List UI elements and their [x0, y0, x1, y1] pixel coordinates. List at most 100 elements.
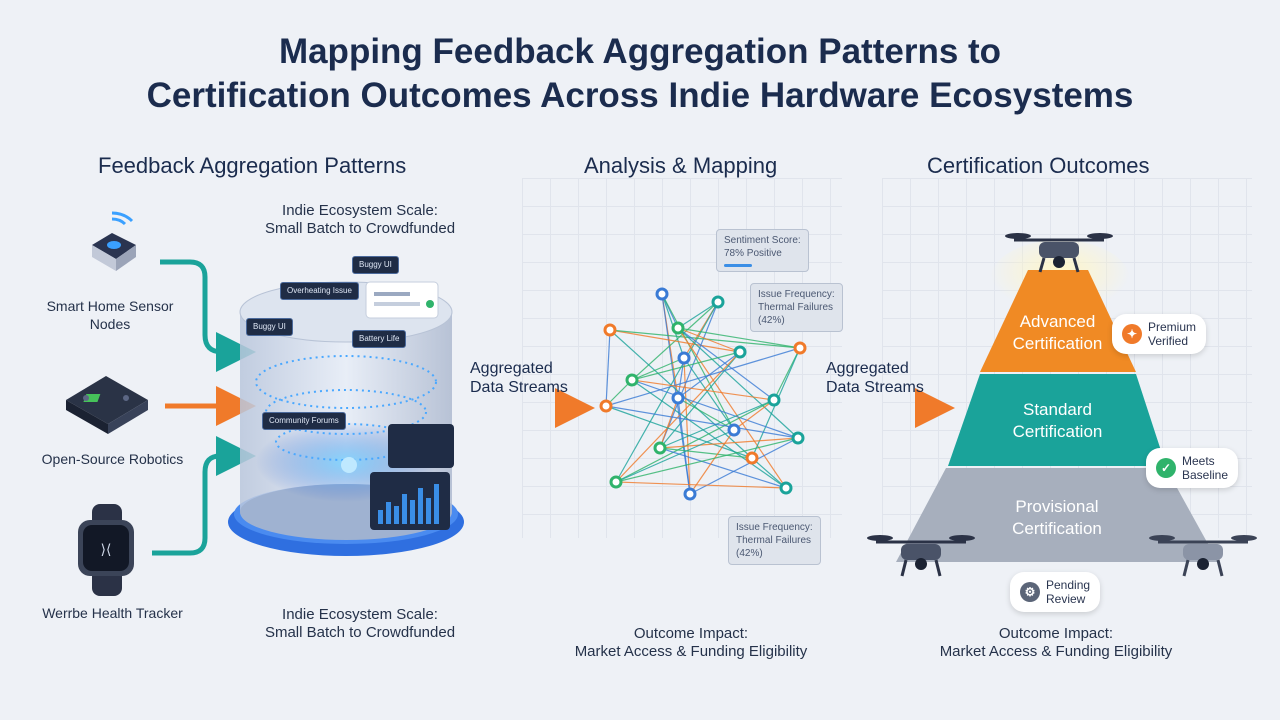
- network-edge: [631, 357, 685, 381]
- network-edge: [605, 405, 799, 439]
- pyramid-tier-advanced: [980, 270, 1136, 372]
- provisional-line2: Certification: [1012, 519, 1102, 538]
- network-edge: [659, 447, 753, 459]
- impact-right-sub: Market Access & Funding Eligibility: [939, 643, 1173, 660]
- sentiment-bar: [724, 264, 752, 267]
- network-node: [655, 287, 669, 301]
- tooltip-issue-top-line3: (42%): [758, 315, 785, 326]
- network-node: [653, 441, 667, 455]
- aggregated-streams-label-left: Aggregated Data Streams: [470, 359, 568, 397]
- title-line-2: Certification Outcomes Across Indie Hard…: [146, 76, 1134, 115]
- gear-icon: ⚙: [1020, 582, 1040, 602]
- network-node: [745, 451, 759, 465]
- scale-label-top: Indie Ecosystem Scale: Small Batch to Cr…: [250, 202, 470, 238]
- tooltip-issue-top: Issue Frequency: Thermal Failures (42%): [750, 283, 843, 332]
- network-edge: [677, 327, 787, 489]
- network-edge: [659, 397, 679, 449]
- impact-right-title: Outcome Impact:: [998, 625, 1114, 642]
- network-edge: [631, 379, 775, 401]
- pending-line1: Pending: [1046, 578, 1091, 592]
- network-edge: [615, 429, 735, 483]
- network-edge: [683, 357, 735, 431]
- pyramid-tier-provisional: [896, 468, 1218, 562]
- network-edge: [677, 327, 741, 353]
- data-aggregation-cylinder: [228, 281, 464, 556]
- provisional-line1: Provisional: [1015, 497, 1099, 516]
- check-icon: ✓: [1156, 458, 1176, 478]
- scale-bottom-sub: Small Batch to Crowdfunded: [264, 624, 456, 641]
- network-edge: [605, 405, 753, 459]
- star-badge-icon: ✦: [1122, 324, 1142, 344]
- tooltip-sentiment-line1: Sentiment Score:: [724, 235, 801, 246]
- page-title: Mapping Feedback Aggregation Patterns to…: [0, 30, 1280, 118]
- network-edge: [677, 327, 801, 349]
- aggregated-streams-label-right: Aggregated Data Streams: [826, 359, 924, 397]
- tooltip-issue-top-line1: Issue Frequency:: [758, 289, 835, 300]
- network-edge: [677, 301, 719, 329]
- source-label-tracker: Werrbe Health Tracker: [42, 605, 183, 621]
- network-edge: [677, 357, 685, 399]
- tooltip-sentiment: Sentiment Score: 78% Positive: [716, 229, 809, 272]
- network-node: [671, 391, 685, 405]
- standard-line2: Certification: [1012, 422, 1103, 441]
- network-node: [711, 295, 725, 309]
- network-node: [609, 475, 623, 489]
- tier-label-advanced: Advanced Certification: [980, 311, 1135, 355]
- outcome-impact-middle: Outcome Impact: Market Access & Funding …: [561, 625, 821, 661]
- tooltip-sentiment-line2: 78% Positive: [724, 248, 782, 259]
- robotics-board-icon: [66, 376, 148, 434]
- network-edge: [689, 429, 735, 495]
- tooltip-issue-bottom-line2: Thermal Failures: [736, 535, 812, 546]
- network-edge: [615, 351, 741, 483]
- network-edge: [615, 399, 775, 483]
- impact-middle-title: Outcome Impact:: [633, 625, 749, 642]
- analysis-network-graph: [599, 287, 807, 501]
- network-edge: [661, 293, 735, 431]
- advanced-line2: Certification: [1012, 334, 1103, 353]
- network-edge: [659, 447, 787, 489]
- arrow-sensor: [160, 259, 256, 372]
- network-edge: [659, 437, 799, 449]
- scale-top-sub: Small Batch to Crowdfunded: [264, 220, 456, 237]
- feedback-chip-4: Battery Life: [352, 330, 407, 348]
- network-node: [677, 351, 691, 365]
- network-edge: [683, 357, 691, 495]
- column-heading-feedback: Feedback Aggregation Patterns: [98, 153, 407, 178]
- baseline-line1: Meets: [1182, 454, 1215, 468]
- outcome-impact-right: Outcome Impact: Market Access & Funding …: [926, 625, 1186, 661]
- network-node: [767, 393, 781, 407]
- premium-line1: Premium: [1148, 320, 1197, 334]
- tooltip-issue-bottom: Issue Frequency: Thermal Failures (42%): [728, 516, 821, 565]
- network-node: [727, 423, 741, 437]
- tier-label-provisional: Provisional Certification: [972, 496, 1142, 540]
- premium-line2: Verified: [1148, 334, 1189, 348]
- network-edge: [677, 327, 775, 401]
- feedback-chip-5: Community Forums: [262, 412, 346, 430]
- tooltip-issue-bottom-line3: (42%): [736, 548, 763, 559]
- network-edge: [659, 351, 741, 449]
- drone-icon-top: [1005, 233, 1113, 273]
- network-edge: [733, 399, 775, 431]
- network-edge: [677, 397, 735, 431]
- smartwatch-icon: ⟩⟨: [78, 504, 134, 596]
- streams-left-line2: Data Streams: [470, 379, 568, 396]
- baseline-line2: Baseline: [1182, 468, 1229, 482]
- network-edge: [659, 301, 719, 449]
- feedback-chip-1: Buggy UI: [352, 256, 399, 274]
- network-node: [603, 323, 617, 337]
- network-edge: [615, 481, 787, 489]
- network-node: [733, 345, 747, 359]
- streams-right-line1: Aggregated: [826, 360, 909, 377]
- network-node: [779, 481, 793, 495]
- scale-label-bottom: Indie Ecosystem Scale: Small Batch to Cr…: [240, 606, 480, 642]
- pyramid-tier-standard: [948, 374, 1166, 466]
- certification-pyramid: [896, 240, 1218, 562]
- network-node: [791, 431, 805, 445]
- drone-icon-left: [867, 535, 975, 577]
- network-node: [671, 321, 685, 335]
- streams-left-line1: Aggregated: [470, 360, 553, 377]
- network-node: [599, 399, 613, 413]
